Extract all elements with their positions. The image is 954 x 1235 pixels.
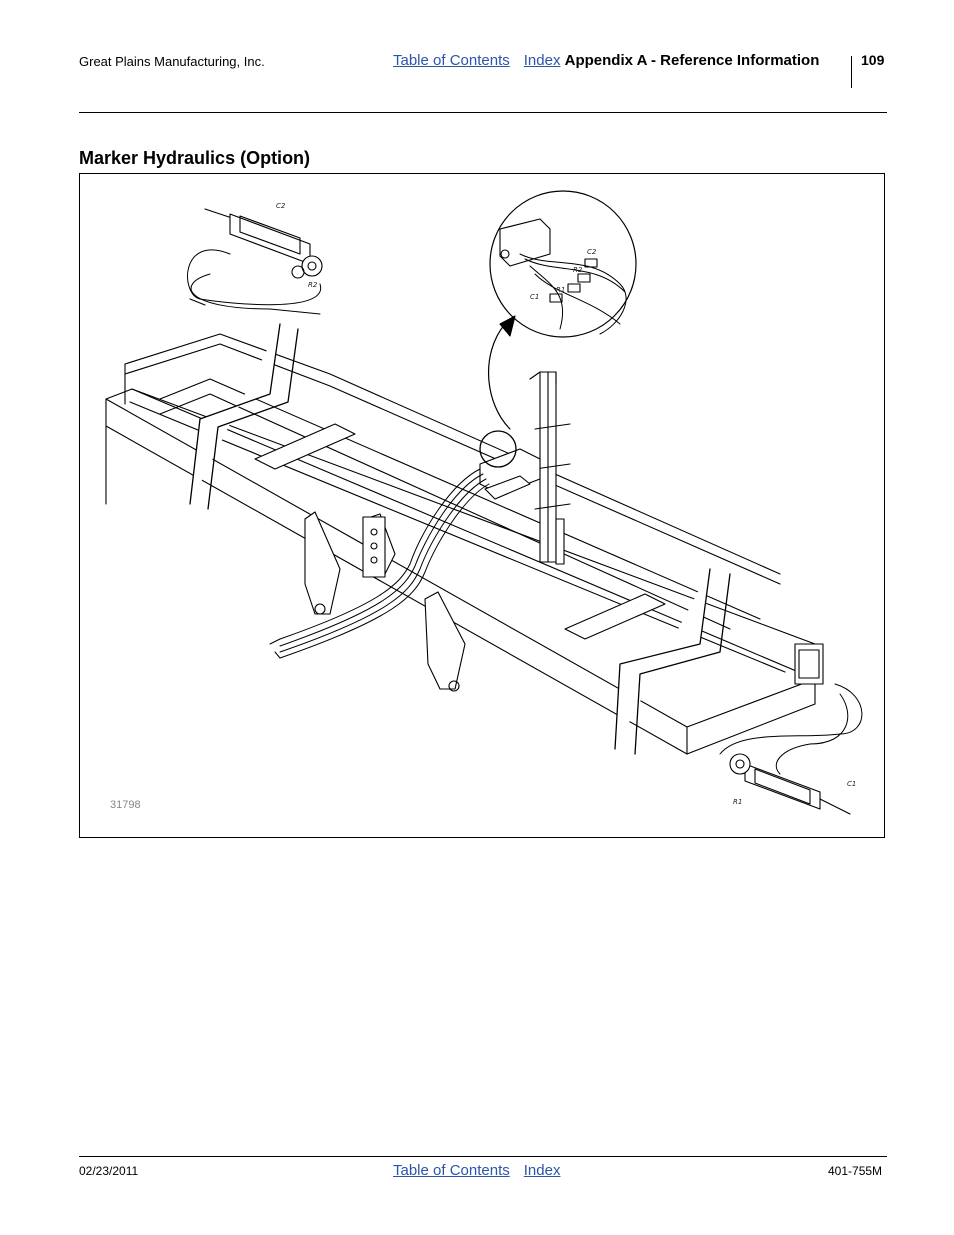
bottom-marker-cylinder bbox=[719, 683, 863, 815]
document-number: 401-755M bbox=[828, 1164, 883, 1178]
header-nav: Table of Contents Index Appendix A - Refe… bbox=[393, 52, 819, 69]
callout-r1-bottom: R1 bbox=[733, 798, 742, 806]
footer-nav: Table of Contents Index bbox=[393, 1162, 560, 1179]
valve-block bbox=[479, 430, 541, 500]
valve-detail-inset bbox=[488, 190, 637, 430]
callout-c1-detail: C1 bbox=[530, 293, 539, 301]
callout-c2-top: C2 bbox=[276, 202, 286, 210]
valve-mast bbox=[529, 371, 571, 565]
table-of-contents-link[interactable]: Table of Contents bbox=[393, 52, 510, 69]
page-number-divider bbox=[851, 56, 852, 88]
footer-table-of-contents-link[interactable]: Table of Contents bbox=[393, 1162, 510, 1179]
callout-c1-bottom: C1 bbox=[847, 780, 856, 788]
header-rule bbox=[79, 112, 887, 113]
hydraulic-hoses bbox=[269, 468, 490, 659]
callout-c2-detail: C2 bbox=[587, 248, 597, 256]
callout-r2-top: R2 bbox=[308, 281, 318, 289]
footer-index-link[interactable]: Index bbox=[523, 1162, 561, 1179]
section-title: Appendix A - Reference Information bbox=[564, 52, 820, 69]
callout-r2-detail: R2 bbox=[573, 266, 583, 274]
page-number: 109 bbox=[861, 52, 885, 68]
hitch-plates bbox=[304, 511, 466, 692]
index-link[interactable]: Index bbox=[523, 52, 561, 69]
company-name: Great Plains Manufacturing, Inc. bbox=[79, 54, 265, 69]
marker-hydraulics-drawing: C2 R2 C2 R2 C1 R1 C1 R1 bbox=[105, 190, 863, 815]
page-title: Marker Hydraulics (Option) bbox=[79, 148, 311, 168]
figure-number: 31798 bbox=[110, 799, 141, 811]
toolbar-frame bbox=[105, 323, 824, 755]
top-marker-cylinder bbox=[187, 208, 323, 315]
footer-rule bbox=[79, 1156, 887, 1157]
marker-hydraulics-figure: C2 R2 C2 R2 C1 R1 C1 R1 31798 bbox=[79, 173, 885, 838]
callout-r1-detail: R1 bbox=[556, 286, 565, 294]
footer-date: 02/23/2011 bbox=[79, 1164, 139, 1178]
